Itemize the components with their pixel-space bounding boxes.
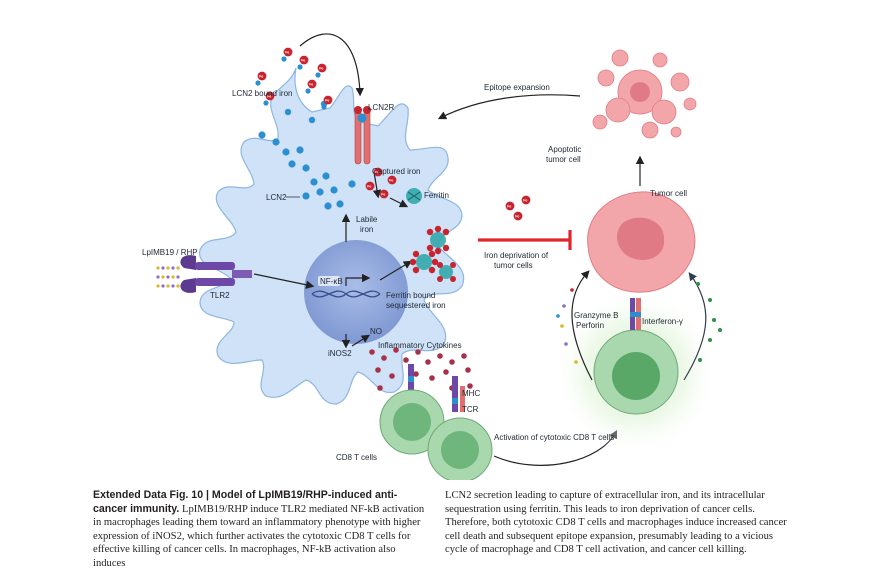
- svg-text:Fe: Fe: [375, 170, 379, 174]
- captured-iron-label: Captured iron: [372, 167, 420, 176]
- ferritin-icon: [406, 188, 422, 204]
- caption-left-body: LpIMB19/RHP induce TLR2 mediated NF-kB a…: [93, 503, 425, 569]
- fe-icon: Fe: [281, 47, 293, 62]
- nfkb-label: NF-κB: [320, 277, 343, 286]
- lcn2r-receptor: [354, 106, 371, 165]
- ferritin-bound-label-1: Ferritin bound: [386, 291, 435, 300]
- activated-t-cell: [552, 288, 720, 456]
- svg-text:Fe: Fe: [309, 82, 313, 86]
- diagram-figure: NF-κB: [142, 33, 722, 480]
- caption-right-body: LCN2 secretion leading to capture of ext…: [445, 490, 787, 556]
- iron-particles: Fe Fe Fe Fe Fe Fe Fe Fe Fe Fe Fe Fe Fe F…: [255, 47, 531, 221]
- transcription-arrow-icon: [345, 273, 371, 286]
- apoptotic-label-2: tumor cell: [546, 155, 581, 164]
- inhibition-bar: [478, 230, 572, 250]
- ferritin-bound-label-2: sequestered iron: [386, 301, 446, 310]
- tlr2-label: TLR2: [210, 291, 230, 300]
- tcr-label: TCR: [462, 405, 479, 414]
- svg-text:Fe: Fe: [285, 50, 289, 54]
- iron-deprivation-label-2: tumor cells: [494, 261, 533, 270]
- granzyme-label-2: Perforin: [576, 321, 604, 330]
- no-label: NO: [370, 327, 382, 336]
- apoptotic-label-1: Apoptotic: [548, 145, 581, 154]
- tumor-cell: [587, 191, 696, 293]
- caption-right: LCN2 secretion leading to capture of ext…: [445, 489, 795, 557]
- svg-text:Fe: Fe: [389, 178, 393, 182]
- lcn2-bound-iron-label: LCN2 bound iron: [232, 89, 292, 98]
- ferritin-label: Ferritin: [424, 191, 449, 200]
- tumor-cell-label: Tumor cell: [650, 189, 687, 198]
- tlr2-receptor: [180, 255, 252, 293]
- iron-deprivation-label-1: Iron deprivation of: [484, 251, 549, 260]
- labile-iron-label-2: iron: [360, 225, 373, 234]
- lpimb19-label: LpIMB19 / RHP: [142, 248, 198, 257]
- labile-iron-label-1: Labile: [356, 215, 378, 224]
- cytokines-label: Inflammatory Cytokines: [378, 341, 462, 350]
- svg-text:Fe: Fe: [381, 192, 385, 196]
- apoptotic-tumor-cell: [592, 49, 697, 139]
- svg-text:Fe: Fe: [267, 94, 271, 98]
- svg-text:Fe: Fe: [367, 184, 371, 188]
- interferon-arc: [683, 272, 722, 381]
- svg-text:Fe: Fe: [515, 214, 519, 218]
- inos2-label: iNOS2: [328, 349, 352, 358]
- ferritin-clusters: [406, 188, 456, 282]
- mhc-tcr-complex: [408, 364, 465, 412]
- caption-title: Extended Data Fig. 10 | Model of LpIMB19…: [93, 489, 398, 515]
- caption-left: Extended Data Fig. 10 | Model of LpIMB19…: [93, 489, 428, 571]
- lcn2r-label: LCN2R: [368, 103, 394, 112]
- cytokine-dots: [369, 347, 473, 391]
- svg-text:Fe: Fe: [301, 58, 305, 62]
- lcn2-label: LCN2: [266, 193, 287, 202]
- macrophage: NF-κB: [199, 67, 465, 405]
- epitope-expansion-label: Epitope expansion: [484, 83, 550, 92]
- interferon-label: Interferon-γ: [642, 317, 683, 326]
- granzyme-arc: [556, 270, 593, 381]
- lpimb19-ligand: [156, 266, 180, 288]
- svg-text:Fe: Fe: [325, 98, 329, 102]
- svg-text:Fe: Fe: [319, 66, 323, 70]
- cd8-t-cells-label: CD8 T cells: [336, 453, 377, 462]
- activation-label: Activation of cytotoxic CD8 T cells: [494, 433, 614, 442]
- mhc-label: MHC: [462, 389, 480, 398]
- granzyme-label-1: Granzyme B: [574, 311, 618, 320]
- svg-text:Fe: Fe: [507, 204, 511, 208]
- svg-text:Fe: Fe: [259, 74, 263, 78]
- lcn2-dots: [258, 100, 356, 210]
- svg-text:Fe: Fe: [523, 198, 527, 202]
- cd8-t-cells: [379, 389, 493, 480]
